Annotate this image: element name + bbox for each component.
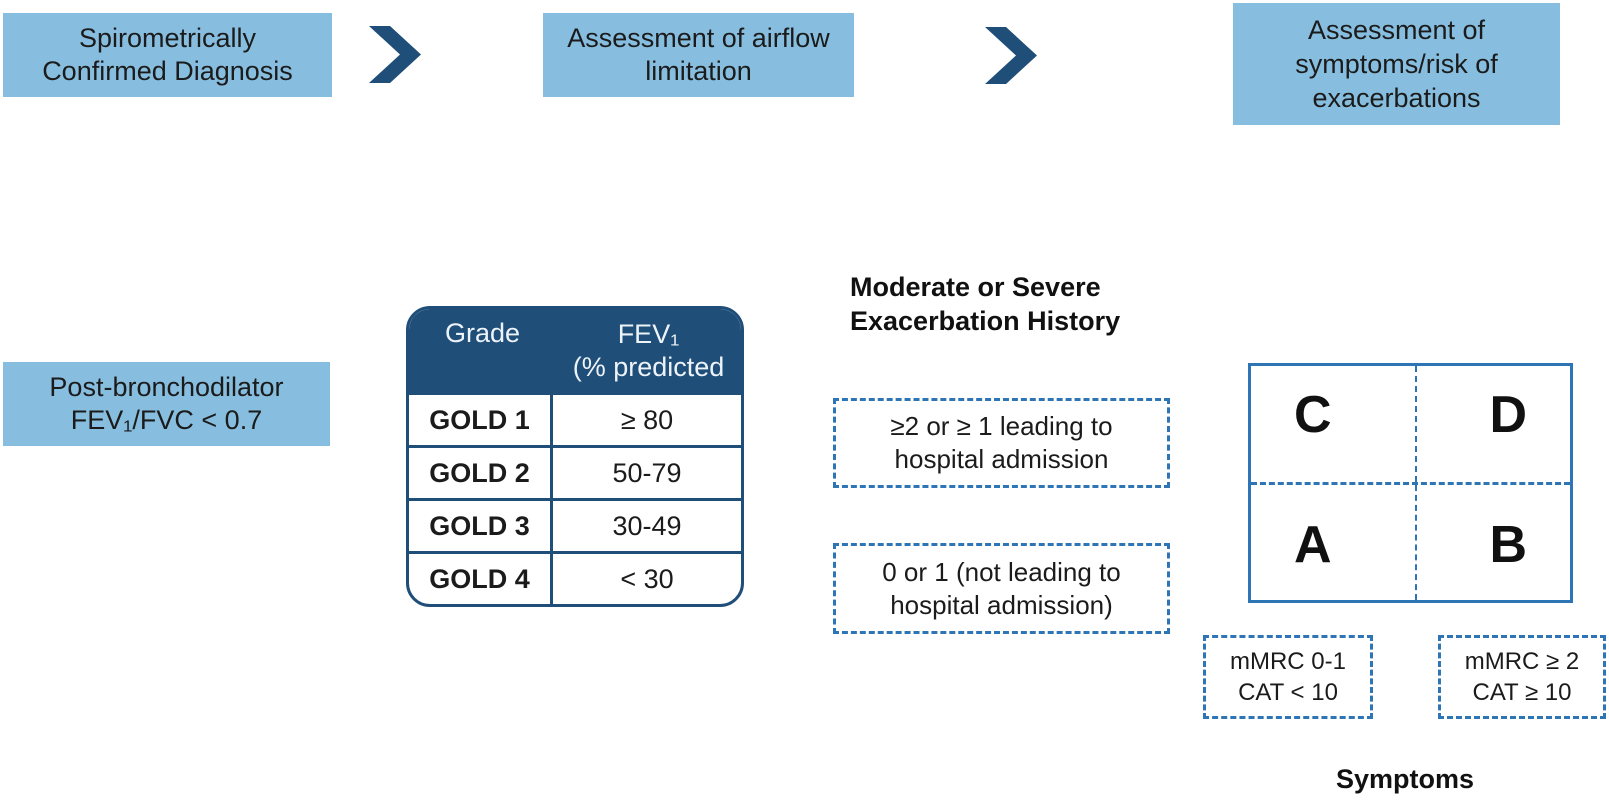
- text-line: mMRC 0-1: [1229, 648, 1346, 675]
- exacerbation-history-heading: Moderate or Severe Exacerbation History: [850, 270, 1120, 338]
- text-line: ≥2 or ≥ 1 leading to: [890, 411, 1113, 441]
- flow-step-symptoms-risk: Assessment of symptoms/risk of exacerbat…: [1233, 3, 1560, 125]
- text-line: hospital admission): [890, 589, 1113, 620]
- text-line: (% predicted: [572, 352, 725, 382]
- column-header-fev1: FEV₁ (% predicted: [556, 309, 741, 392]
- low-symptoms-box: mMRC 0-1 CAT < 10: [1203, 635, 1373, 719]
- grade-cell: GOLD 1: [409, 395, 553, 445]
- text-line: limitation: [645, 56, 752, 86]
- quadrant-d: D: [1414, 366, 1571, 482]
- flow-step-spirometry: Spirometrically Confirmed Diagnosis: [3, 13, 332, 97]
- quadrant-b: B: [1414, 484, 1571, 600]
- text-line: symptoms/risk of: [1295, 49, 1498, 79]
- flow-step-airflow-limitation: Assessment of airflow limitation: [543, 13, 854, 97]
- table-row: GOLD 3 30-49: [409, 498, 741, 551]
- table-header: Grade FEV₁ (% predicted: [409, 309, 741, 392]
- text-line: exacerbations: [1312, 83, 1481, 113]
- quadrant-c: C: [1293, 385, 1332, 444]
- gold-grade-table: Grade FEV₁ (% predicted GOLD 1 ≥ 80 GOLD…: [406, 306, 744, 607]
- text-line: Moderate or Severe: [850, 272, 1101, 302]
- symptoms-axis-label: Symptoms: [1335, 764, 1475, 794]
- quadrant-a: A: [1293, 516, 1332, 575]
- text-line: Assessment of airflow: [567, 23, 830, 53]
- fev1-cell: < 30: [620, 563, 674, 594]
- text-line: FEV₁: [617, 319, 680, 349]
- grade-cell: GOLD 2: [409, 448, 553, 498]
- text-line: 0 or 1 (not leading to: [882, 556, 1121, 587]
- text-line: hospital admission: [894, 444, 1109, 474]
- high-exacerbation-risk-box: ≥2 or ≥ 1 leading to hospital admission: [833, 398, 1170, 488]
- text-line: FEV₁/FVC < 0.7: [70, 405, 263, 435]
- grade-cell: GOLD 3: [409, 501, 553, 551]
- chevron-right-icon: [985, 27, 1037, 84]
- text-line: Exacerbation History: [850, 306, 1121, 336]
- table-row: GOLD 1 ≥ 80: [409, 392, 741, 445]
- text-line: Post-bronchodilator: [49, 372, 284, 402]
- grid-row-top: C D: [1251, 366, 1570, 482]
- text-line: Spirometrically: [78, 23, 257, 53]
- grade-cell: GOLD 4: [409, 554, 553, 604]
- grid-row-bottom: A B: [1251, 481, 1571, 600]
- low-exacerbation-risk-box: 0 or 1 (not leading to hospital admissio…: [833, 543, 1170, 634]
- text-line: Confirmed Diagnosis: [42, 56, 293, 86]
- table-row: GOLD 2 50-79: [409, 445, 741, 498]
- fev1-cell: 50-79: [612, 457, 682, 488]
- text-line: CAT ≥ 10: [1472, 679, 1572, 706]
- fev1-cell: 30-49: [612, 510, 682, 541]
- chevron-right-icon: [369, 26, 421, 83]
- text-line: Assessment of: [1307, 15, 1486, 45]
- high-symptoms-box: mMRC ≥ 2 CAT ≥ 10: [1438, 635, 1606, 719]
- text-line: mMRC ≥ 2: [1464, 648, 1580, 675]
- table-row: GOLD 4 < 30: [409, 551, 741, 604]
- fev1-cell: ≥ 80: [620, 404, 674, 435]
- gold-abcd-grid: C D A B: [1248, 363, 1573, 603]
- text-line: CAT < 10: [1238, 679, 1338, 706]
- column-header-grade: Grade: [444, 318, 521, 348]
- post-bronchodilator-criteria-box: Post-bronchodilator FEV₁/FVC < 0.7: [3, 362, 330, 446]
